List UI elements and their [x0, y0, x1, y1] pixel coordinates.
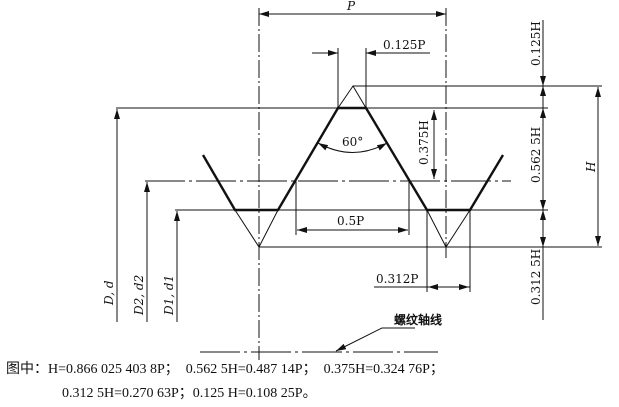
caption-line-2: 0.312 5H=0.270 63P；0.125 H=0.108 25P。: [62, 386, 317, 401]
fundamental-triangle: [234, 209, 279, 248]
label-pitch: P: [346, 0, 356, 13]
label-h0375: 0.375H: [417, 120, 431, 165]
caption-line-1: 图中：H=0.866 025 403 8P； 0.562 5H=0.487 14…: [6, 362, 444, 377]
label-root-width: 0.312P: [376, 272, 418, 286]
label-h0125: 0.125H: [529, 21, 543, 66]
label-half-pitch: 0.5P: [337, 214, 364, 228]
fundamental-peak: [337, 85, 367, 109]
thread-profile: [201, 106, 505, 212]
angle-arc: [317, 142, 388, 153]
label-angle: 60°: [342, 135, 363, 149]
label-crest-width: 0.125P: [383, 38, 425, 52]
axis-leader: [335, 327, 415, 352]
label-minor-diameter: D1, d1: [162, 275, 176, 316]
label-h03125: 0.312 5H: [529, 249, 543, 305]
label-h05625: 0.562 5H: [529, 127, 543, 183]
fundamental-root-right: [426, 209, 471, 248]
label-pitch-diameter: D2, d2: [132, 275, 146, 316]
label-major-diameter: D, d: [102, 280, 116, 306]
label-h: H: [584, 161, 598, 173]
label-thread-axis: 螺纹轴线: [394, 312, 442, 327]
